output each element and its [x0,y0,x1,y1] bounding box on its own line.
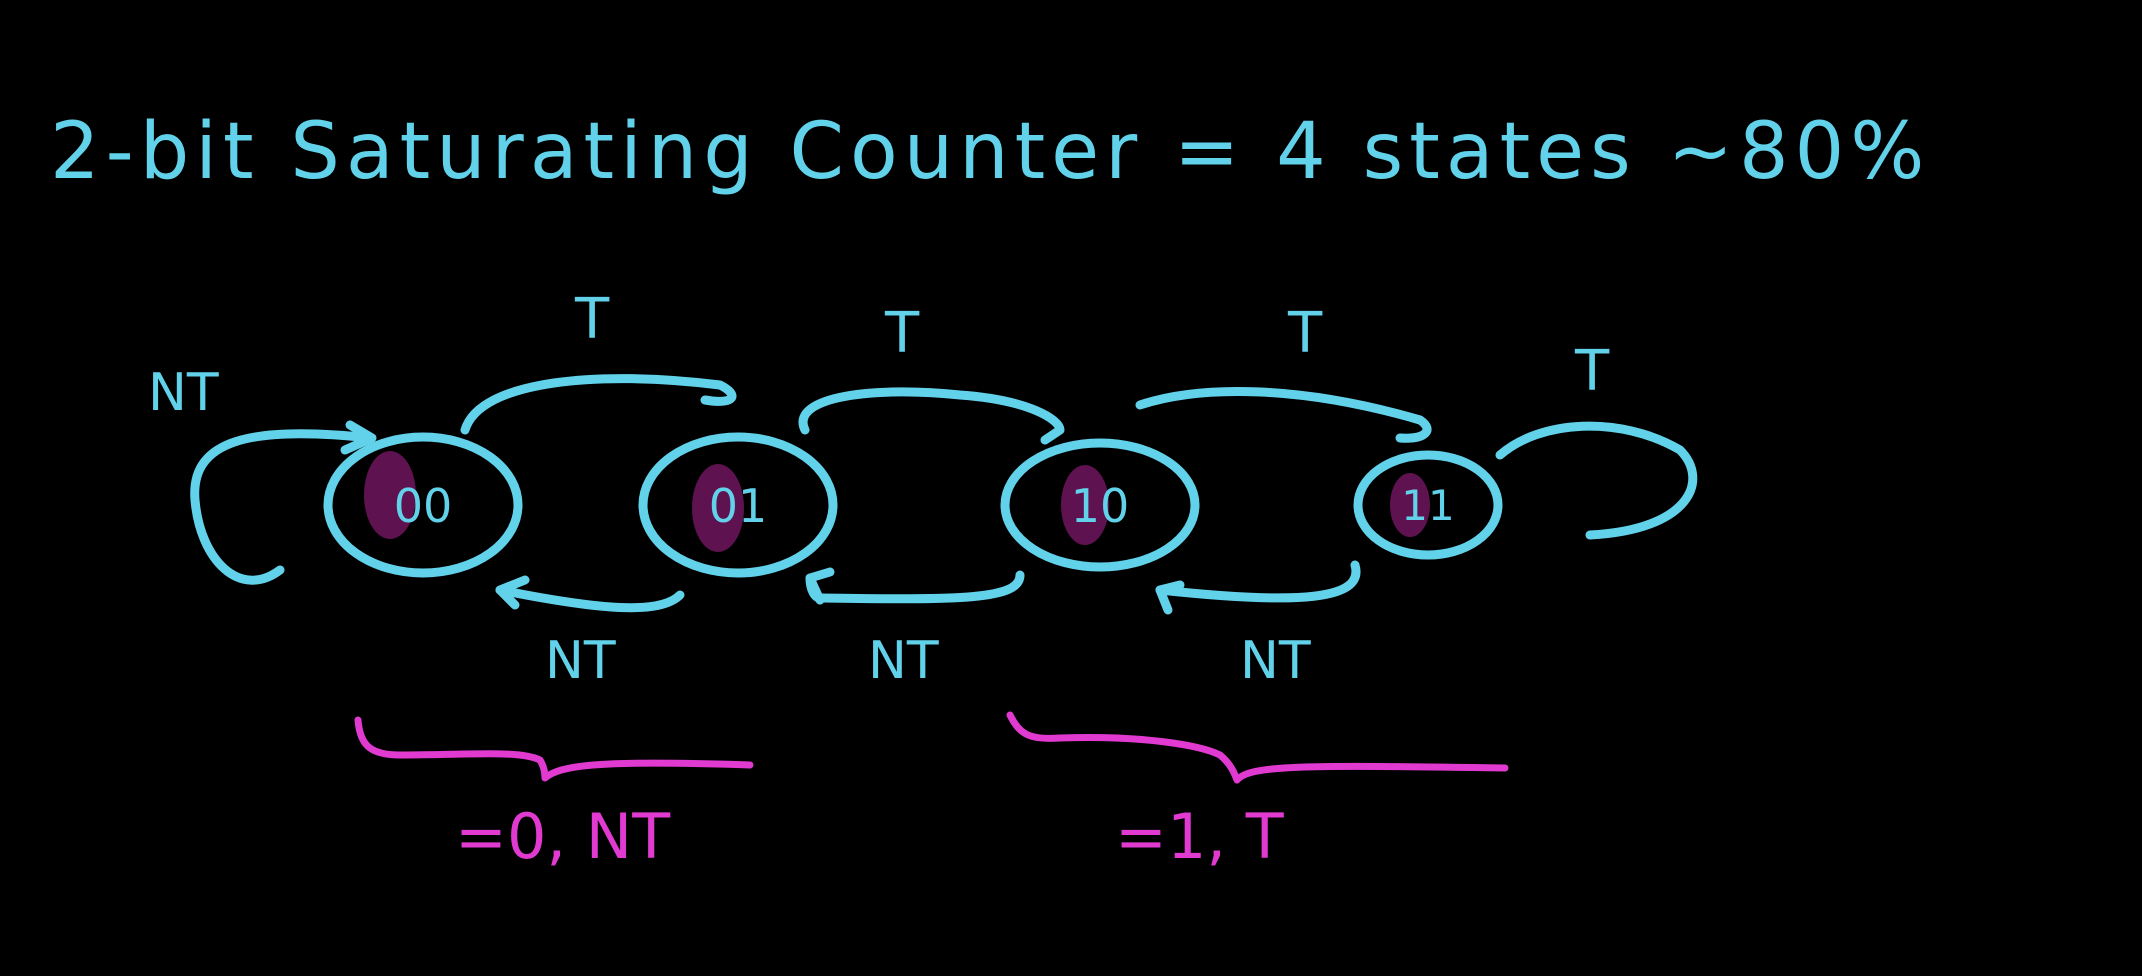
arrowhead-icon [805,567,835,605]
state-label: 00 [394,479,453,533]
state-circle [1000,438,1200,572]
arrowhead-icon [1155,580,1185,615]
label-t-10-11: T [1287,301,1323,366]
group-label-left: =0, NT [455,800,671,873]
label-t-01-10: T [884,301,920,366]
state-label: 10 [1071,479,1130,533]
state-01: 01 [638,432,838,578]
state-circle [638,432,838,578]
state-highlight [364,451,416,539]
self-loop-label-nt: NT [148,363,219,423]
arrow-t-00-01 [460,374,737,435]
arrow-nt-11-10 [1155,560,1361,603]
self-loop-label-t: T [1574,339,1610,404]
group-label-right: =1, T [1115,800,1285,873]
label-nt-11-10: NT [1240,631,1311,691]
state-circle [323,432,523,578]
arrow-t-10-11 [1135,387,1432,443]
brace-right [1006,711,1509,784]
state-00: 00 [323,432,523,578]
arrowhead-icon [495,575,530,610]
self-loop-arrow-nt [190,429,375,585]
state-highlight [1390,473,1430,537]
state-highlight [1061,465,1109,545]
state-circle [1353,450,1503,560]
label-nt-10-01: NT [868,631,939,691]
brace-left [354,716,754,782]
label-t-00-01: T [574,287,610,352]
arrowhead-icon [340,420,377,455]
state-11: 11 [1353,450,1503,560]
label-nt-01-00: NT [545,631,616,691]
state-label: 11 [1401,481,1454,530]
state-10: 10 [1000,438,1200,572]
state-highlight [692,464,744,552]
arrow-t-01-10 [798,387,1065,445]
title: 2-bit Saturating Counter = 4 states ~80% [50,107,1930,197]
self-loop-arrow-t [1495,421,1698,540]
state-label: 01 [709,479,768,533]
arrow-nt-01-00 [495,585,685,613]
arrow-nt-10-01 [805,570,1025,604]
